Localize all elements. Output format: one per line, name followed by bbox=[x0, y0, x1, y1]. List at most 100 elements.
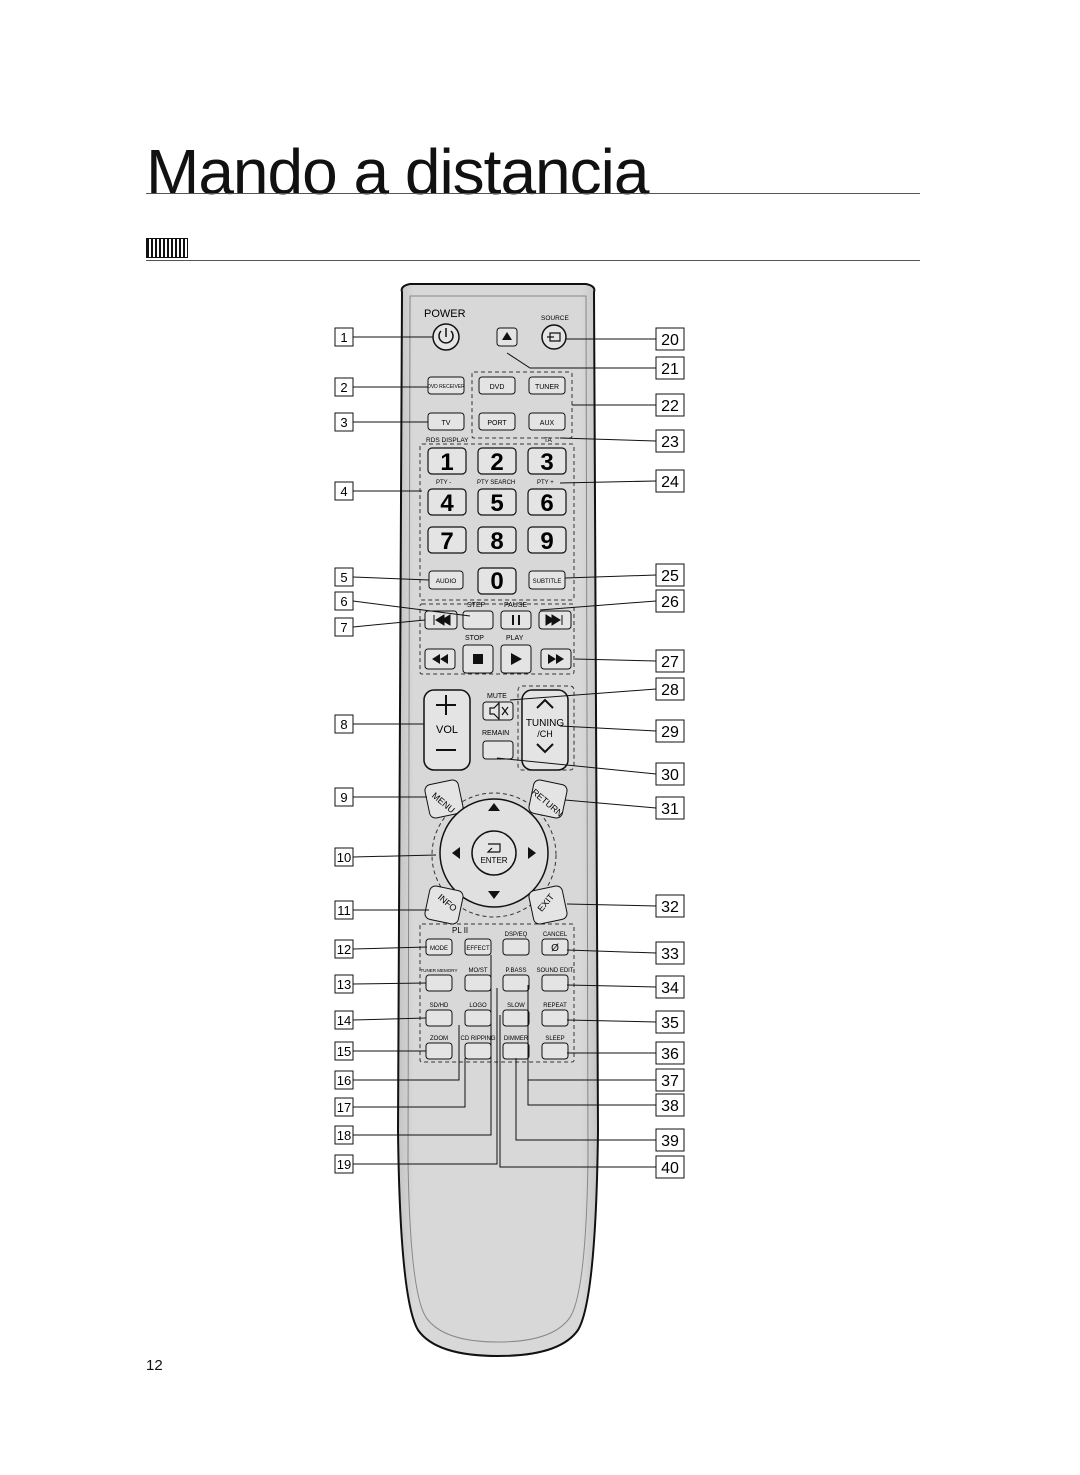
effect-button[interactable] bbox=[464, 938, 492, 956]
info-button bbox=[424, 885, 464, 925]
subtitle-button bbox=[528, 570, 566, 590]
tuner-button bbox=[528, 376, 566, 395]
digit-1-label: 1 bbox=[440, 449, 453, 476]
cancel-label: CANCEL bbox=[543, 932, 568, 938]
ta-label: TA bbox=[544, 437, 552, 444]
digit-8-label: 8 bbox=[490, 528, 503, 555]
callout-16: 16 bbox=[337, 1073, 351, 1088]
callout-32: 32 bbox=[661, 899, 679, 916]
power-label: POWER bbox=[424, 308, 466, 320]
digit-2-label: 2 bbox=[490, 449, 503, 476]
sound-edit-button[interactable] bbox=[541, 974, 569, 992]
pty-plus-label: PTY + bbox=[537, 480, 554, 486]
ch-label: /CH bbox=[537, 729, 553, 739]
group-navigation bbox=[431, 792, 557, 918]
digit-6-label: 6 bbox=[540, 490, 553, 517]
callout-group: 1234567891011121314151617181920212223242… bbox=[334, 327, 685, 1179]
dvd-receiver-button bbox=[427, 376, 465, 395]
digit-0-button[interactable] bbox=[477, 567, 517, 595]
repeat-button[interactable] bbox=[541, 1009, 569, 1027]
step-label: STEP bbox=[467, 602, 486, 609]
pty-search-label: PTY SEARCH bbox=[477, 480, 515, 486]
mo-st-button[interactable] bbox=[464, 974, 492, 992]
digit-9-button[interactable] bbox=[527, 526, 567, 554]
section-rule bbox=[146, 260, 920, 261]
callout-14: 14 bbox=[337, 1013, 351, 1028]
source-label: SOURCE bbox=[541, 315, 569, 322]
digit-3-button[interactable] bbox=[527, 447, 567, 475]
mute-button bbox=[482, 701, 514, 721]
dsp-eq-label: DSP/EQ bbox=[505, 932, 528, 938]
callout-23: 23 bbox=[661, 434, 679, 451]
zoom-button[interactable] bbox=[425, 1042, 453, 1060]
up-arrow-icon bbox=[488, 803, 500, 811]
callout-11: 11 bbox=[337, 903, 351, 918]
vol-label: VOL bbox=[436, 724, 458, 736]
callout-31: 31 bbox=[661, 801, 679, 818]
sound-edit-label: SOUND EDIT bbox=[536, 968, 573, 974]
dvd-button bbox=[478, 376, 516, 395]
dsp-eq-button[interactable] bbox=[502, 938, 530, 956]
digit-6-button[interactable] bbox=[527, 488, 567, 516]
sd-hd-button[interactable] bbox=[425, 1009, 453, 1027]
digit-4-button[interactable] bbox=[427, 488, 467, 516]
callout-33: 33 bbox=[661, 946, 679, 963]
callout-18: 18 bbox=[337, 1128, 351, 1143]
step-button bbox=[462, 610, 494, 630]
effect-label: EFFECT bbox=[466, 946, 490, 952]
digit-0-label: 0 bbox=[490, 568, 503, 595]
pause-label: PAUSE bbox=[504, 602, 528, 609]
callout-1: 1 bbox=[340, 330, 347, 345]
slow-button[interactable] bbox=[502, 1009, 530, 1027]
svg-text:TV: TV bbox=[442, 420, 451, 427]
play-icon bbox=[511, 653, 522, 665]
exit-button bbox=[528, 885, 568, 925]
sleep-label: SLEEP bbox=[545, 1036, 564, 1042]
svg-text:PORT: PORT bbox=[487, 420, 507, 427]
pause-button bbox=[500, 610, 532, 630]
callout-3: 3 bbox=[340, 415, 347, 430]
svg-text:AUDIO: AUDIO bbox=[436, 578, 457, 585]
digit-2-button[interactable] bbox=[477, 447, 517, 475]
eject-icon bbox=[502, 332, 512, 340]
digit-5-label: 5 bbox=[490, 490, 503, 517]
rewind-icon bbox=[432, 654, 448, 664]
digit-4-label: 4 bbox=[440, 490, 454, 517]
digit-7-button[interactable] bbox=[427, 526, 467, 554]
callout-12: 12 bbox=[337, 942, 351, 957]
zoom-label: ZOOM bbox=[430, 1036, 448, 1042]
skip-back-icon bbox=[433, 614, 451, 626]
tuner-memory-button[interactable] bbox=[425, 974, 453, 992]
callout-19: 19 bbox=[337, 1157, 351, 1172]
callout-7: 7 bbox=[340, 620, 347, 635]
channel-up-icon bbox=[536, 698, 554, 709]
dimmer-button[interactable] bbox=[502, 1042, 530, 1060]
down-arrow-icon bbox=[488, 891, 500, 899]
group-tuning-ch bbox=[517, 685, 575, 771]
pl2-label: PL II bbox=[452, 926, 468, 935]
digit-1-button[interactable] bbox=[427, 447, 467, 475]
cd-ripping-button[interactable] bbox=[464, 1042, 492, 1060]
cancel-button[interactable] bbox=[541, 938, 569, 956]
stop-icon bbox=[473, 654, 483, 664]
pty-minus-label: PTY - bbox=[436, 480, 451, 486]
logo-button[interactable] bbox=[464, 1009, 492, 1027]
pause-icon bbox=[512, 615, 520, 625]
digit-8-button[interactable] bbox=[477, 526, 517, 554]
svg-text:AUX: AUX bbox=[540, 420, 555, 427]
p-bass-label: P.BASS bbox=[506, 968, 527, 974]
digit-5-button[interactable] bbox=[477, 488, 517, 516]
callout-34: 34 bbox=[661, 980, 679, 997]
play-label: PLAY bbox=[506, 635, 524, 642]
callout-8: 8 bbox=[340, 717, 347, 732]
callout-39: 39 bbox=[661, 1133, 679, 1150]
sleep-button[interactable] bbox=[541, 1042, 569, 1060]
p-bass-button[interactable] bbox=[502, 974, 530, 992]
title-rule bbox=[146, 193, 920, 194]
skip-forward-icon bbox=[545, 614, 563, 626]
digit-7-label: 7 bbox=[440, 528, 453, 555]
remain-button bbox=[482, 740, 514, 760]
mute-icon bbox=[489, 701, 509, 721]
callout-17: 17 bbox=[337, 1100, 351, 1115]
